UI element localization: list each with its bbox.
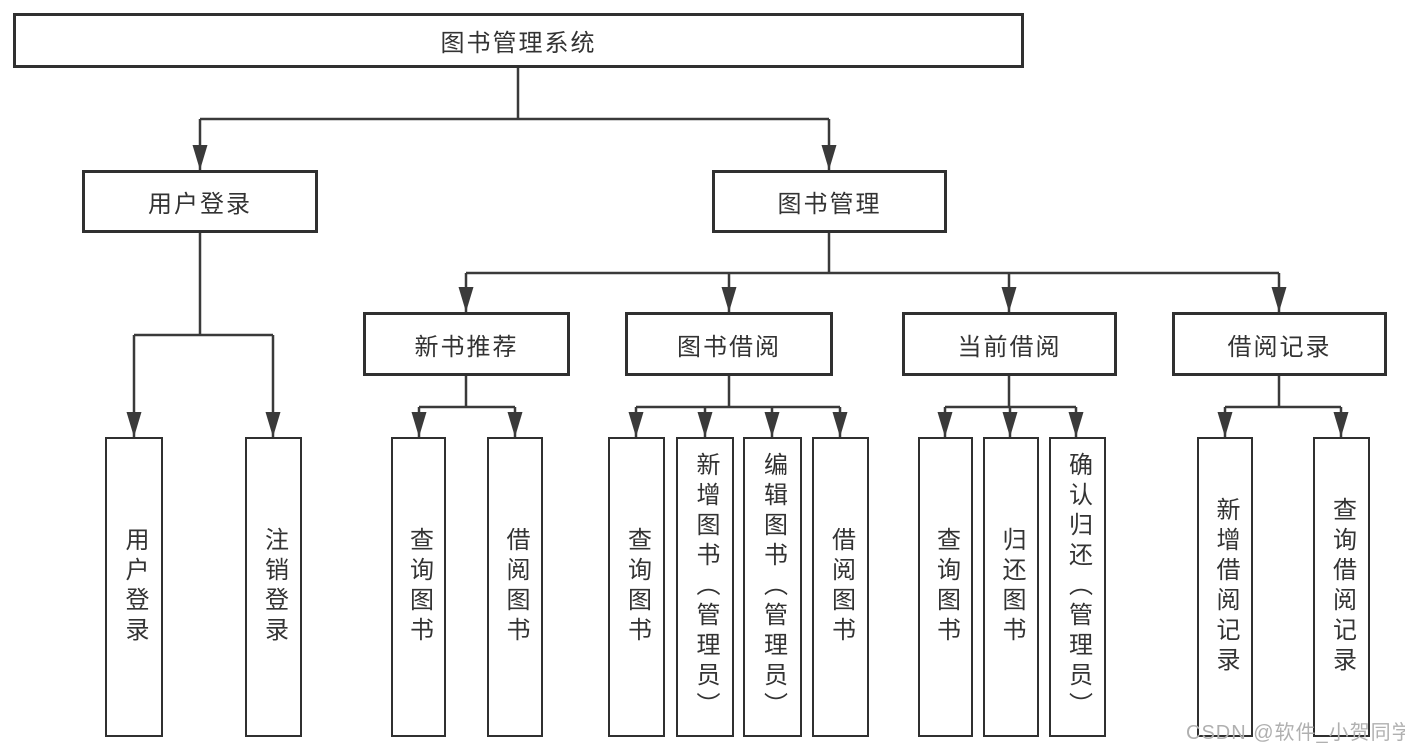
connector-book-borrow-children <box>634 376 842 437</box>
leaf-borrow-borrow-books: 借阅图书 <box>812 437 869 737</box>
arrowhead-bb-edit <box>764 412 780 437</box>
arrowhead-cb-query <box>937 412 953 437</box>
arrowhead-current-borrow <box>1001 287 1017 312</box>
node-book-mgmt: 图书管理 <box>712 170 947 233</box>
arrowhead-nb-borrow <box>507 412 523 437</box>
connector-book-mgmt-children <box>464 233 1281 312</box>
arrowhead-book-borrow <box>721 287 737 312</box>
arrowhead-nb-query <box>411 412 427 437</box>
csdn-watermark: CSDN @软件_小贺同学 <box>1186 722 1405 744</box>
leaf-record-add: 新增借阅记录 <box>1197 437 1253 737</box>
leaf-borrow-edit-books-admin: 编辑图书（管理员） <box>743 437 802 737</box>
connector-user-login-children <box>132 233 275 437</box>
leaf-user-login: 用户登录 <box>105 437 163 737</box>
arrowhead-leaf-user-login <box>126 412 142 437</box>
node-borrow-record: 借阅记录 <box>1172 312 1387 376</box>
node-current-borrow: 当前借阅 <box>902 312 1117 376</box>
leaf-current-return-books: 归还图书 <box>983 437 1039 737</box>
node-user-login: 用户登录 <box>82 170 318 233</box>
arrowhead-br-add <box>1217 412 1233 437</box>
arrowhead-br-query <box>1333 412 1349 437</box>
leaf-record-query: 查询借阅记录 <box>1313 437 1370 737</box>
connector-borrow-record-children <box>1223 376 1343 437</box>
connector-new-book-children <box>417 376 517 437</box>
arrowhead-cb-return <box>1002 412 1018 437</box>
arrowhead-bb-query <box>628 412 644 437</box>
arrowhead-cb-confirm <box>1068 412 1084 437</box>
leaf-logout: 注销登录 <box>245 437 302 737</box>
connector-root-to-level2 <box>198 68 831 170</box>
arrowhead-bb-borrow <box>832 412 848 437</box>
node-new-book-rec: 新书推荐 <box>363 312 570 376</box>
leaf-newbook-query-books: 查询图书 <box>391 437 446 737</box>
leaf-borrow-add-books-admin: 新增图书（管理员） <box>676 437 734 737</box>
arrowhead-user-login <box>192 145 208 170</box>
arrowhead-leaf-logout <box>265 412 281 437</box>
leaf-borrow-query-books: 查询图书 <box>608 437 665 737</box>
arrowhead-borrow-record <box>1271 287 1287 312</box>
arrowhead-book-mgmt <box>821 145 837 170</box>
arrowhead-bb-add <box>697 412 713 437</box>
node-system-root: 图书管理系统 <box>13 13 1024 68</box>
arrowhead-new-book <box>458 287 474 312</box>
leaf-current-confirm-return-admin: 确认归还（管理员） <box>1049 437 1106 737</box>
leaf-current-query-books: 查询图书 <box>918 437 973 737</box>
node-book-borrow: 图书借阅 <box>625 312 833 376</box>
leaf-newbook-borrow-books: 借阅图书 <box>487 437 543 737</box>
